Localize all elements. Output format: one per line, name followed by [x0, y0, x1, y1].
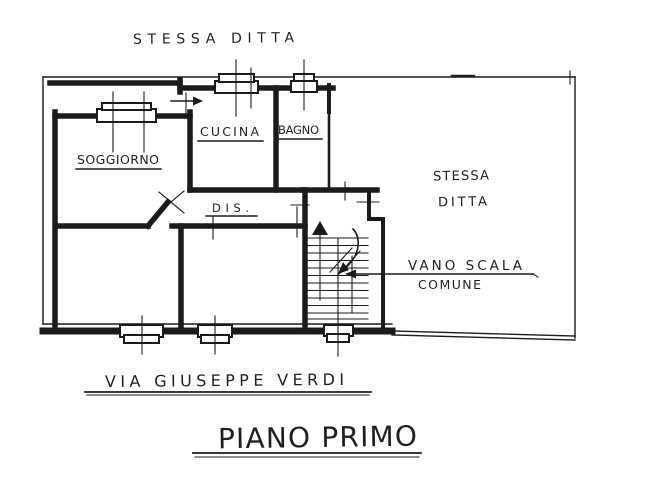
- stairwell-label-line1: VANO SCALA: [408, 258, 523, 274]
- stair-turn-arrow-icon: [338, 262, 349, 274]
- window-bottom-middle: [197, 315, 233, 355]
- room-label-dis: DIS.: [212, 201, 250, 215]
- floor-title: PIANO PRIMO: [218, 420, 418, 456]
- windows: [96, 59, 354, 357]
- stairwell-label-line2: COMUNE: [418, 277, 482, 292]
- stairwell-walls: [300, 187, 385, 334]
- door-swing-x: [157, 190, 185, 214]
- stairwell-leader-line: [345, 269, 539, 279]
- right-area-label-line1: STESSA: [433, 168, 490, 184]
- street-label: VIA GIUSEPPE VERDI: [105, 370, 345, 391]
- top-annotation: STESSA DITTA: [133, 30, 295, 48]
- underline-street: [84, 391, 372, 396]
- entry-arrow-icon: [170, 92, 203, 114]
- leader-arrow-icon: [345, 269, 356, 279]
- window-stairwell: [323, 317, 354, 357]
- room-label-soggiorno: SOGGIORNO: [77, 152, 160, 167]
- underline-floor-title: [192, 452, 422, 458]
- labels: STESSA DITTA SOGGIORNO CUCINA BAGNO DIS.…: [75, 30, 523, 458]
- window-bagno: [290, 59, 318, 111]
- right-area-label-line2: DITTA: [438, 195, 488, 211]
- window-bottom-left: [119, 315, 164, 355]
- staircase: [290, 181, 380, 320]
- window-cucina: [214, 59, 259, 117]
- stair-up-arrow-icon: [312, 221, 328, 235]
- window-soggiorno: [96, 91, 157, 153]
- doors: [157, 92, 298, 240]
- room-label-cucina: CUCINA: [200, 124, 260, 139]
- room-label-bagno: BAGNO: [278, 123, 320, 137]
- apartment-walls: [39, 77, 396, 335]
